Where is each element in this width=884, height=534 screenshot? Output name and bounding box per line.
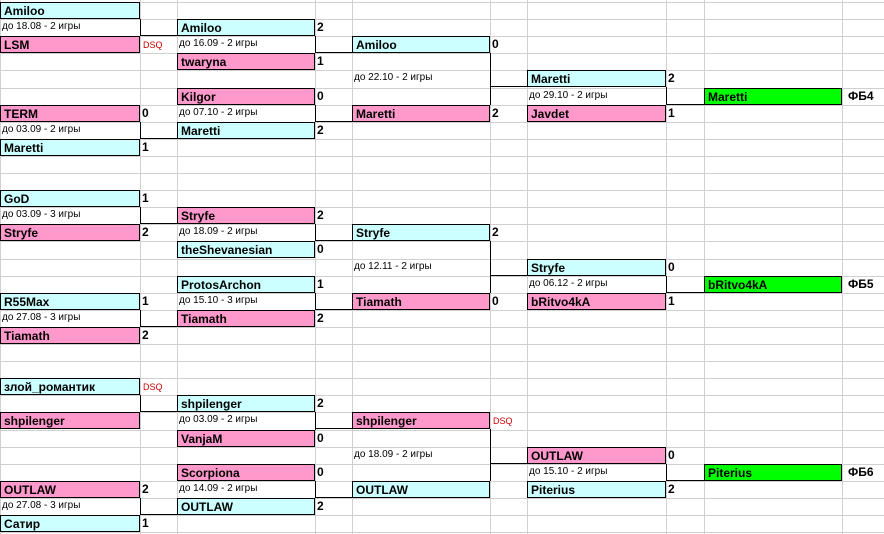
deadline-label: до 15.10 - 3 игры (179, 295, 258, 306)
score-cell: 0 (668, 260, 675, 274)
score-cell: 1 (668, 294, 675, 308)
player-cell[interactable]: Amiloo (352, 36, 490, 53)
deadline-label: до 03.09 - 2 игры (179, 414, 258, 425)
score-cell: 2 (142, 482, 149, 496)
player-cell[interactable]: Piterius (704, 464, 842, 481)
deadline-label: до 14.09 - 2 игры (179, 483, 258, 494)
score-cell: 2 (317, 311, 324, 325)
player-cell[interactable]: VanjaM (177, 430, 315, 447)
player-cell[interactable]: Maretti (352, 105, 490, 122)
player-cell[interactable]: shpilenger (177, 395, 315, 412)
player-cell[interactable]: Javdet (527, 105, 666, 122)
deadline-label: до 18.08 - 2 игры (2, 21, 81, 32)
score-cell: 2 (142, 328, 149, 342)
player-cell[interactable]: Stryfe (0, 224, 140, 241)
score-cell: 2 (317, 20, 324, 34)
deadline-label: до 16.09 - 2 игры (179, 38, 258, 49)
final-label: ФБ6 (848, 465, 874, 479)
player-cell[interactable]: Maretti (177, 122, 315, 139)
player-cell[interactable]: Maretti (704, 88, 842, 105)
deadline-label: до 03.09 - 3 игры (2, 209, 81, 220)
score-cell: 2 (668, 71, 675, 85)
score-cell: 1 (142, 294, 149, 308)
score-cell: 1 (142, 191, 149, 205)
deadline-label: до 12.11 - 2 игры (354, 261, 432, 272)
score-cell: 1 (668, 106, 675, 120)
player-cell[interactable]: Stryfe (177, 207, 315, 224)
player-cell[interactable]: TERM (0, 105, 140, 122)
score-cell: 0 (317, 465, 324, 479)
deadline-label: до 06.12 - 2 игры (529, 278, 608, 289)
final-label: ФБ5 (848, 277, 874, 291)
score-cell: 0 (142, 106, 149, 120)
player-cell[interactable]: twaryna (177, 53, 315, 70)
deadline-label: до 07.10 - 2 игры (179, 107, 258, 118)
player-cell[interactable]: OUTLAW (352, 481, 490, 498)
player-cell[interactable]: Tiamath (0, 327, 140, 344)
player-cell[interactable]: злой_романтик (0, 378, 140, 395)
score-cell: 0 (668, 448, 675, 462)
score-cell: 2 (142, 225, 149, 239)
player-cell[interactable]: Tiamath (352, 293, 490, 310)
player-cell[interactable]: Amiloo (177, 19, 315, 36)
score-cell: 2 (317, 123, 324, 137)
score-cell: 2 (492, 225, 499, 239)
score-cell: 0 (317, 89, 324, 103)
player-cell[interactable]: shpilenger (352, 412, 490, 429)
player-cell[interactable]: OUTLAW (527, 447, 666, 464)
deadline-label: до 22.10 - 2 игры (354, 72, 433, 83)
player-cell[interactable]: Maretti (0, 139, 140, 156)
deadline-label: до 18.09 - 2 игры (179, 226, 258, 237)
deadline-label: до 15.10 - 2 игры (529, 466, 608, 477)
deadline-label: до 29.10 - 2 игры (529, 90, 608, 101)
player-cell[interactable]: Сатир (0, 515, 140, 532)
score-cell: 2 (317, 499, 324, 513)
score-cell: 0 (317, 242, 324, 256)
score-cell: 0 (492, 37, 499, 51)
player-cell[interactable]: Maretti (527, 70, 666, 87)
player-cell[interactable]: Amiloo (0, 2, 140, 19)
score-cell: 1 (317, 54, 324, 68)
score-cell: 0 (317, 431, 324, 445)
player-cell[interactable]: Tiamath (177, 310, 315, 327)
final-label: ФБ4 (848, 89, 874, 103)
player-cell[interactable]: bRitvo4kA (527, 293, 666, 310)
score-cell: 2 (668, 482, 675, 496)
score-cell: 2 (317, 396, 324, 410)
deadline-label: до 18.09 - 2 игры (354, 449, 433, 460)
dsq-badge: DSQ (143, 382, 163, 392)
deadline-label: до 27.08 - 3 игры (2, 312, 81, 323)
player-cell[interactable]: Stryfe (352, 224, 490, 241)
player-cell[interactable]: Scorpiona (177, 464, 315, 481)
player-cell[interactable]: theShevanesian (177, 241, 315, 258)
player-cell[interactable]: OUTLAW (177, 498, 315, 515)
player-cell[interactable]: ProtosArchon (177, 276, 315, 293)
score-cell: 2 (317, 208, 324, 222)
score-cell: 1 (142, 516, 149, 530)
player-cell[interactable]: LSM (0, 36, 140, 53)
deadline-label: до 27.08 - 3 игры (2, 500, 81, 511)
player-cell[interactable]: Stryfe (527, 259, 666, 276)
player-cell[interactable]: shpilenger (0, 412, 140, 429)
player-cell[interactable]: Piterius (527, 481, 666, 498)
score-cell: 0 (492, 294, 499, 308)
player-cell[interactable]: Kilgor (177, 88, 315, 105)
score-cell: 2 (492, 106, 499, 120)
player-cell[interactable]: GoD (0, 190, 140, 207)
player-cell[interactable]: bRitvo4kA (704, 276, 842, 293)
score-cell: 1 (142, 140, 149, 154)
player-cell[interactable]: R55Max (0, 293, 140, 310)
player-cell[interactable]: OUTLAW (0, 481, 140, 498)
dsq-badge: DSQ (493, 416, 513, 426)
dsq-badge: DSQ (143, 40, 163, 50)
deadline-label: до 03.09 - 2 игры (2, 124, 81, 135)
score-cell: 1 (317, 277, 324, 291)
